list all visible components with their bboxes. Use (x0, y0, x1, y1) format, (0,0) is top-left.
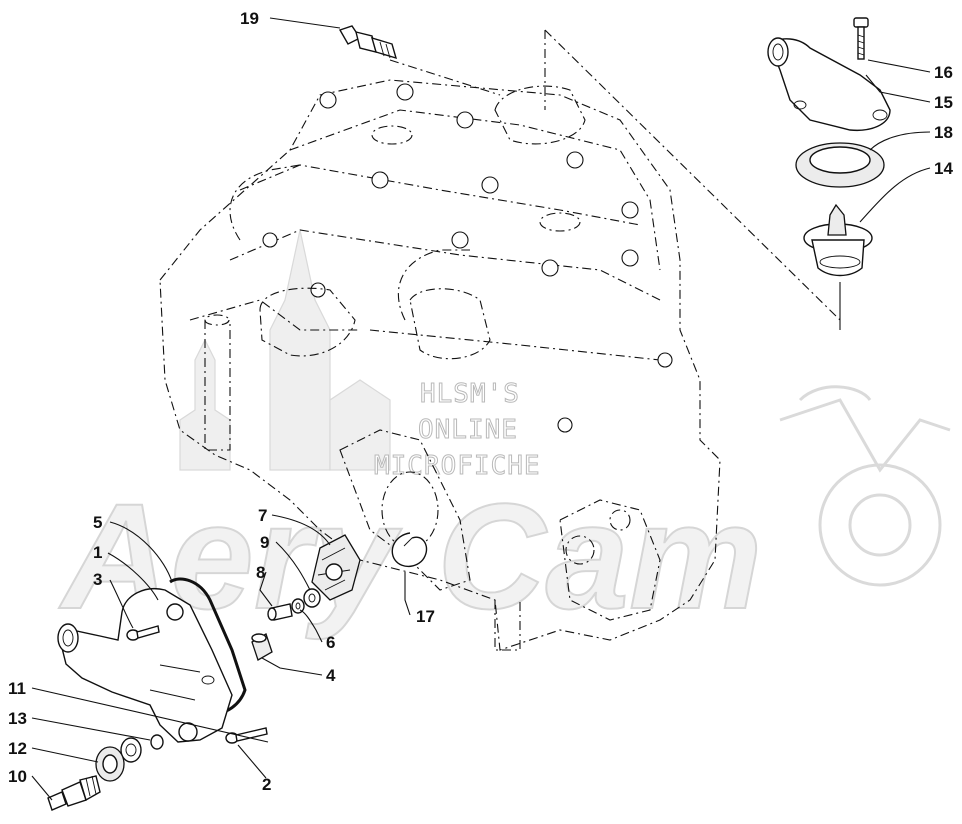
part-14-thermostat (803, 203, 873, 277)
watermark-church-icon (179, 229, 391, 471)
part-7-impeller (311, 534, 361, 601)
callout-16: 16 (934, 63, 953, 82)
callout-11: 11 (8, 679, 26, 698)
callout-6: 6 (326, 633, 335, 652)
watermark-motorcycle-icon (779, 385, 951, 587)
part-11-oring (120, 737, 142, 763)
part-8-bolt (267, 603, 293, 621)
callout-9: 9 (260, 533, 269, 552)
part-4-bushing (251, 633, 273, 661)
callout-12: 12 (8, 739, 27, 758)
callout-4: 4 (326, 666, 336, 685)
watermark-line-3: MICROFICHE (374, 451, 541, 481)
part-10-drain-plug (47, 775, 101, 811)
part-18-seal (795, 142, 885, 188)
part-16-bolt (853, 17, 869, 60)
part-3-screw (126, 625, 160, 641)
callout-labels: 19 16 15 18 14 7 9 8 6 4 17 5 1 3 11 13 … (8, 9, 953, 794)
callout-10: 10 (8, 767, 27, 786)
watermark-line-1: HLSM'S (420, 379, 520, 409)
callout-1: 1 (93, 543, 102, 562)
callout-19: 19 (240, 9, 259, 28)
part-1-water-pump-housing (57, 588, 233, 743)
callout-3: 3 (93, 570, 102, 589)
leader-lines (31, 17, 931, 801)
callout-18: 18 (934, 123, 953, 142)
callout-15: 15 (934, 93, 953, 112)
part-15-thermostat-housing (767, 37, 891, 132)
callout-13: 13 (8, 709, 27, 728)
callout-14: 14 (934, 159, 953, 178)
part-6-washer (291, 598, 305, 614)
callout-7: 7 (258, 506, 267, 525)
engine-phantom-outline (159, 29, 841, 651)
callout-17: 17 (416, 607, 435, 626)
part-19-temperature-sensor (338, 25, 398, 60)
watermark: Aery Cam HLSM'S ONLINE MICROFICHE (57, 229, 951, 641)
callout-2: 2 (262, 775, 271, 794)
part-13-washer (150, 734, 164, 750)
watermark-line-2: ONLINE (418, 415, 518, 445)
callout-5: 5 (93, 513, 102, 532)
callout-8: 8 (256, 563, 265, 582)
part-9-washer (303, 588, 321, 608)
part-2-screw (225, 727, 268, 744)
part-17-circlip (391, 532, 428, 567)
part-12-sealing-ring (95, 746, 125, 782)
